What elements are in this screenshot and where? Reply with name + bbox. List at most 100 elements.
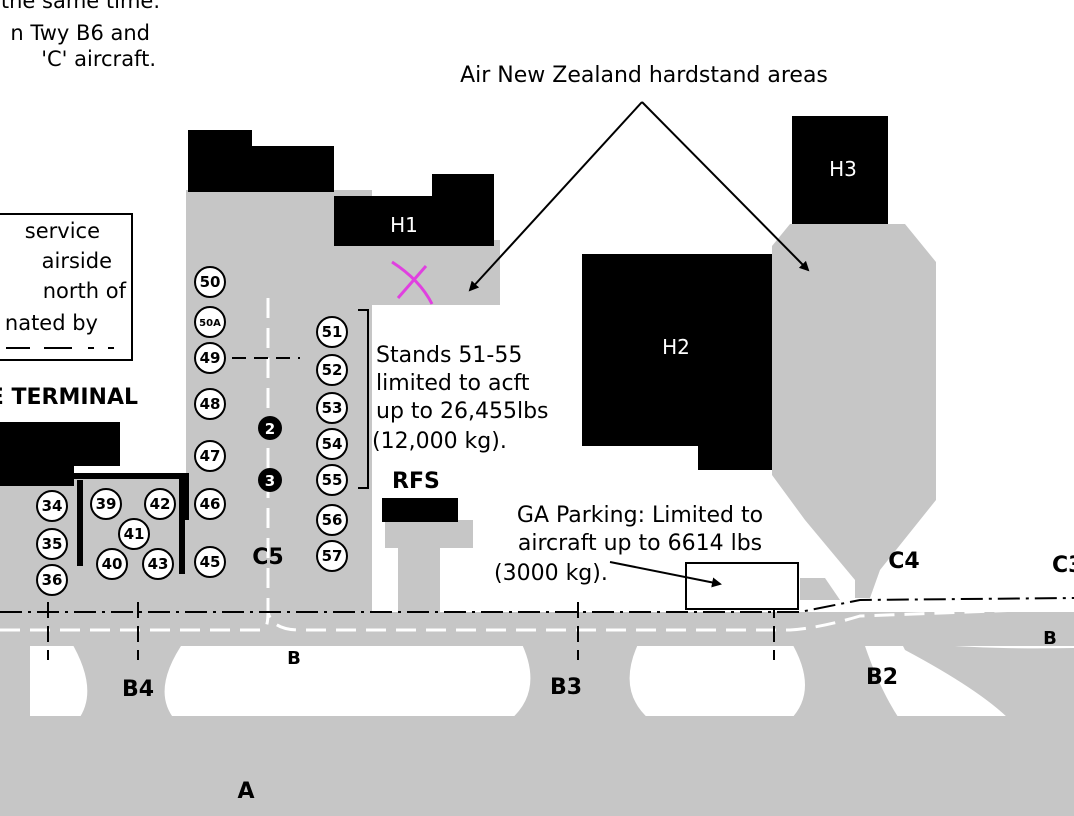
service-note-line-2: airside <box>42 249 112 273</box>
stand-43-circle <box>142 548 174 580</box>
building-north <box>188 130 334 192</box>
stand-39-circle <box>90 488 122 520</box>
stand-48: 48 <box>194 388 226 420</box>
stand-50a-label: 50A <box>199 318 221 329</box>
stand-35: 35 <box>36 528 68 560</box>
rwy-exit-west <box>30 760 190 816</box>
ga-parking-area <box>685 562 799 610</box>
stand-39: 39 <box>90 488 122 520</box>
stand-54: 54 <box>316 428 348 460</box>
hangar-label-h2: H2 <box>662 335 690 359</box>
service-note-line-3: north of <box>43 279 127 303</box>
hot-spot-3-marker <box>258 468 282 492</box>
stand-42: 42 <box>144 488 176 520</box>
twy-label-b2: B2 <box>866 665 898 690</box>
stands-note-line-1: Stands 51-55 <box>376 343 522 368</box>
stand-40: 40 <box>96 548 128 580</box>
rfs-label: RFS <box>392 469 440 494</box>
hot-spot-2: 2 <box>258 416 282 440</box>
stand-34-circle <box>36 490 68 522</box>
hot-spot-2-label: 2 <box>265 420 275 438</box>
header-note-line-2: n Twy B6 and <box>10 21 150 45</box>
stand-36-circle <box>36 564 68 596</box>
service-note-line-4: nated by <box>5 311 98 335</box>
conn-west <box>0 640 30 720</box>
stand-45-label: 45 <box>200 553 221 571</box>
stand-49-circle <box>194 342 226 374</box>
stand-50-circle <box>194 266 226 298</box>
building-layer <box>0 116 888 574</box>
stand-52-circle <box>316 354 348 386</box>
stands-note-line-3: up to 26,455lbs <box>376 399 549 424</box>
conn-b3 <box>510 640 650 720</box>
hangar-label-h1: H1 <box>390 213 418 237</box>
twy-c4-link <box>800 578 840 600</box>
stand-57: 57 <box>316 540 348 572</box>
rwy-exit-east <box>870 760 990 816</box>
service-note-box <box>0 213 133 361</box>
stand-43: 43 <box>142 548 174 580</box>
stand-41-label: 41 <box>124 525 145 543</box>
stand-50a: 50A <box>194 306 226 338</box>
stand-50: 50 <box>194 266 226 298</box>
stand-41: 41 <box>118 518 150 550</box>
stand-40-circle <box>96 548 128 580</box>
stand-57-label: 57 <box>322 547 343 565</box>
stand-42-label: 42 <box>150 495 171 513</box>
hangar-h3 <box>792 116 888 224</box>
closure-mark-icon <box>391 260 434 305</box>
stand-41-circle <box>118 518 150 550</box>
terminal-building <box>0 422 120 486</box>
stands-note-line-4: (12,000 kg). <box>372 429 507 454</box>
stand-46: 46 <box>194 488 226 520</box>
rfs-taxi-link <box>398 540 440 618</box>
stand-51-label: 51 <box>322 323 343 341</box>
stand-48-circle <box>194 388 226 420</box>
stand-40-label: 40 <box>102 555 123 573</box>
stand-51-circle <box>316 316 348 348</box>
stand-53: 53 <box>316 392 348 424</box>
header-note-line-1: the same time. <box>1 0 160 13</box>
stand-34: 34 <box>36 490 68 522</box>
stand-50a-circle <box>194 306 226 338</box>
arrow-ga-parking <box>609 561 722 588</box>
stand-47-label: 47 <box>200 447 221 465</box>
stand-39-label: 39 <box>96 495 117 513</box>
service-note-line-1: service <box>25 219 100 243</box>
stand-55-circle <box>316 464 348 496</box>
centerline-layer <box>0 213 1074 660</box>
twy-b-c5-centerline <box>266 298 1074 632</box>
twy-label-b3: B3 <box>550 675 582 700</box>
stand-56: 56 <box>316 504 348 536</box>
twy-label-b-east: B <box>1043 628 1057 649</box>
stand-42-circle <box>144 488 176 520</box>
stand-47: 47 <box>194 440 226 472</box>
stand-frame-top <box>74 473 189 520</box>
stand-54-label: 54 <box>322 435 343 453</box>
apron-h1 <box>333 240 500 305</box>
stand-53-label: 53 <box>322 399 343 417</box>
twy-label-c5: C5 <box>252 545 283 570</box>
stand-52-label: 52 <box>322 361 343 379</box>
hot-spot-2-marker <box>258 416 282 440</box>
twy-label-b-west: B <box>287 648 301 669</box>
stands-51-55-bracket <box>358 309 369 489</box>
apron-h3 <box>772 224 936 598</box>
ga-note-line-1: GA Parking: Limited to <box>517 503 763 528</box>
stand-36: 36 <box>36 564 68 596</box>
stand-55-label: 55 <box>322 471 343 489</box>
conn-b4 <box>70 640 185 720</box>
stand-54-circle <box>316 428 348 460</box>
stand-56-label: 56 <box>322 511 343 529</box>
arrow-hardstand-h3 <box>641 101 810 272</box>
hangar-label-h3: H3 <box>829 157 857 181</box>
stand-56-circle <box>316 504 348 536</box>
stand-43-label: 43 <box>148 555 169 573</box>
stand-49: 49 <box>194 342 226 374</box>
hardstand-note: Air New Zealand hardstand areas <box>460 63 828 88</box>
stands-layer: 34 35 36 39 42 41 40 43 45 46 47 48 49 5… <box>36 266 348 596</box>
hot-spot-3: 3 <box>258 468 282 492</box>
stand-48-label: 48 <box>200 395 221 413</box>
twy-label-c3: C3 <box>1052 553 1074 578</box>
